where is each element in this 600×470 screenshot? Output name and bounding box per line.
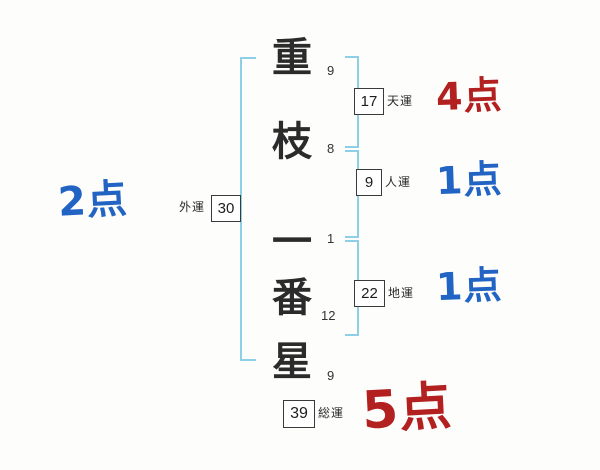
stroke-count-2: 8	[327, 141, 335, 156]
name-character-4: 番	[272, 275, 312, 321]
outer-luck-box: 30	[211, 195, 241, 222]
outer-luck-points: 2点	[56, 176, 129, 226]
outer-luck-label: 外運	[179, 200, 206, 214]
heaven-luck-points: 4点	[435, 72, 504, 120]
total-luck-points: 5点	[360, 376, 454, 442]
name-character-5: 星	[272, 339, 312, 385]
name-character-3: 一	[272, 219, 312, 265]
heaven-luck-label: 天運	[387, 94, 414, 108]
name-character-2: 枝	[272, 119, 312, 165]
person-luck-label: 人運	[385, 175, 412, 189]
earth-luck-box: 22	[354, 280, 385, 307]
total-luck-box: 39	[283, 400, 315, 428]
earth-luck-label: 地運	[388, 286, 415, 300]
total-luck-label: 総運	[318, 406, 345, 420]
person-luck-points: 1点	[435, 156, 504, 204]
stroke-count-1: 9	[327, 63, 335, 78]
stroke-count-5: 9	[327, 368, 335, 383]
outer-luck-bracket	[240, 57, 256, 361]
stroke-count-3: 1	[327, 231, 335, 246]
earth-luck-points: 1点	[435, 262, 504, 310]
stroke-count-4: 12	[321, 308, 336, 323]
person-luck-box: 9	[356, 169, 382, 196]
name-character-1: 重	[272, 35, 312, 81]
heaven-luck-box: 17	[354, 88, 384, 115]
